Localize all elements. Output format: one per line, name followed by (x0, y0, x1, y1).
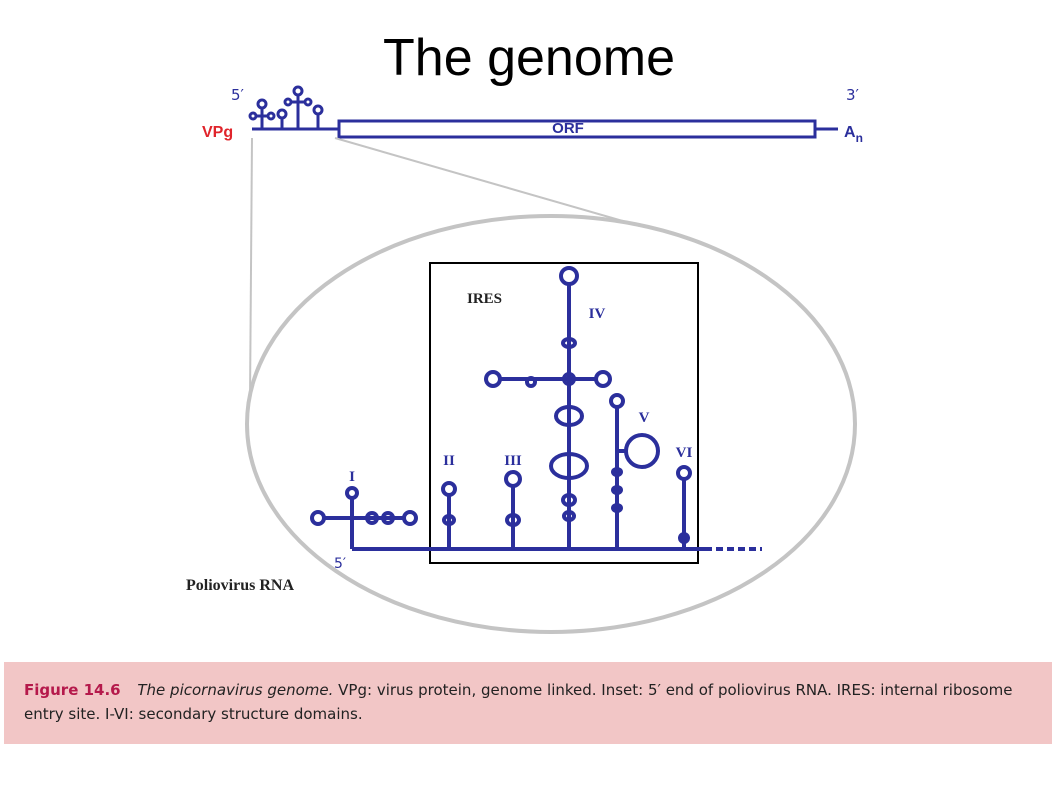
caption-italic-title: The picornavirus genome. (137, 681, 334, 699)
domain-label-V: V (639, 410, 650, 426)
poliovirus-rna-structure (310, 266, 762, 551)
domain-label-II: II (443, 453, 455, 469)
domain-label-IV: IV (589, 306, 606, 322)
domain-label-VI: VI (676, 445, 693, 461)
five-prime-inset: 5′ (334, 556, 346, 572)
vpg-label: VPg (202, 124, 233, 141)
domain-label-I: I (349, 469, 355, 485)
ires-box (429, 262, 699, 564)
caption-text: VPg: virus protein, genome linked. Inset… (24, 681, 1013, 723)
picornavirus-genome-diagram: 5′ 3′ VPg ORF An (186, 85, 863, 634)
orf-label: ORF (552, 120, 584, 137)
inset-ellipse (245, 214, 857, 634)
three-prime-top: 3′ (846, 86, 860, 104)
poliovirus-rna-label: Poliovirus RNA (186, 577, 294, 594)
genome-overview (248, 85, 838, 139)
slide-title: The genome (383, 29, 675, 87)
ires-label: IRES (467, 291, 502, 307)
figure-caption: Figure 14.6 The picornavirus genome. VPg… (4, 662, 1052, 744)
poly-a-label: An (844, 124, 863, 145)
five-prime-top: 5′ (231, 86, 245, 104)
domain-label-III: III (504, 453, 522, 469)
zoom-line-right (334, 137, 641, 227)
zoom-line-left (249, 137, 253, 401)
caption-figure-number: Figure 14.6 (24, 681, 121, 699)
